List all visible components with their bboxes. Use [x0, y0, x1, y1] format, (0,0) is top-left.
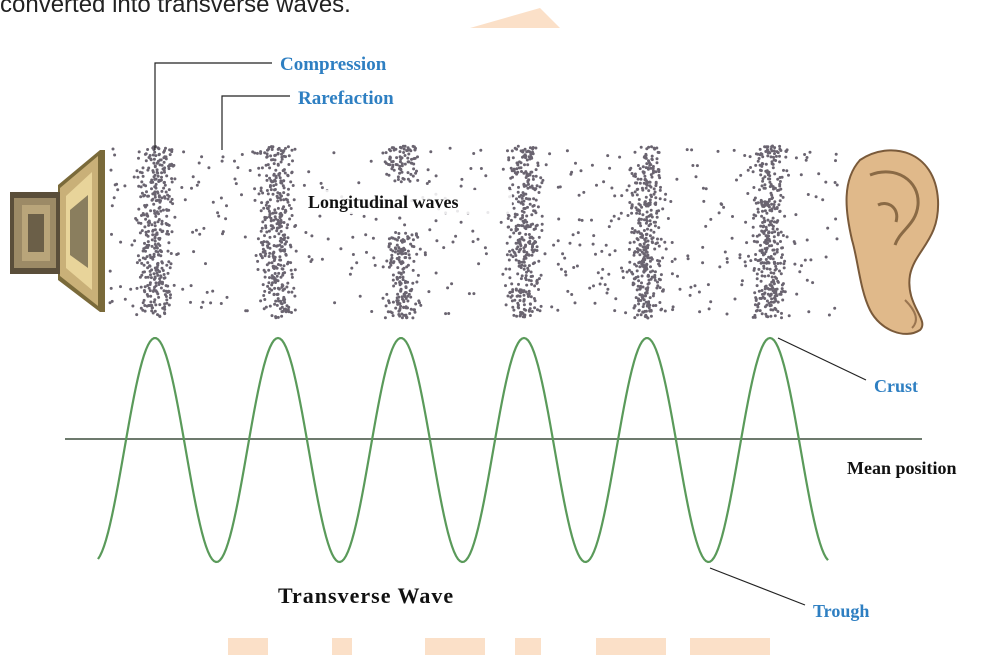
leader-lines — [154, 62, 867, 606]
ear-icon — [845, 149, 940, 335]
mean-position-label: Mean position — [847, 458, 957, 478]
crust-label: Crust — [874, 376, 918, 396]
rarefaction-label: Rarefaction — [298, 88, 394, 109]
watermark — [228, 8, 770, 655]
longitudinal-waves-label: Longitudinal waves — [308, 192, 459, 212]
speaker-icon — [10, 150, 105, 312]
longitudinal-particles — [108, 144, 839, 320]
transverse-wave-label: Transverse Wave — [278, 583, 454, 608]
compression-label: Compression — [280, 54, 387, 75]
transverse-wave-curve — [97, 336, 829, 564]
trough-label: Trough — [813, 601, 869, 621]
intro-text: converted into transverse waves. — [0, 0, 351, 18]
